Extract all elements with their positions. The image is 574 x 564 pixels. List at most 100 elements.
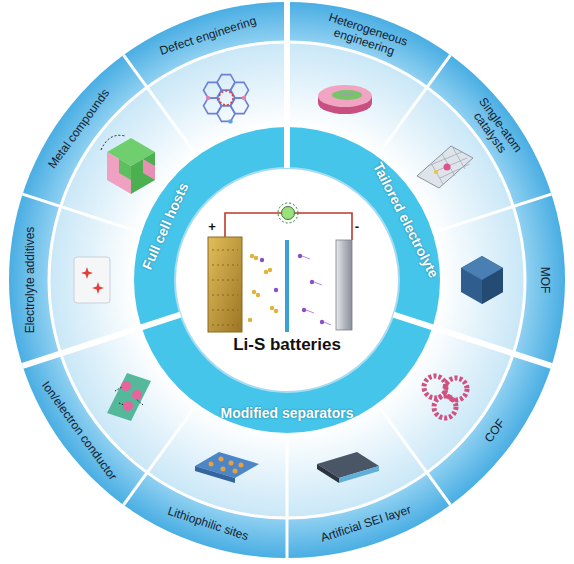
slab-side <box>195 466 235 483</box>
topic-tab: Electrolyte additives <box>24 210 37 350</box>
bulb-halo <box>278 203 298 223</box>
electrolyte-sheet <box>74 257 110 303</box>
li-ion <box>274 288 278 292</box>
polysulfide-dots <box>248 254 278 322</box>
topic-tab: MOF <box>538 220 551 340</box>
cube-face <box>107 152 131 194</box>
battery-illustration <box>208 203 352 332</box>
topic-tab: Lithiophilic sites <box>139 497 276 553</box>
divider-line <box>286 433 289 558</box>
cube-face <box>119 159 131 180</box>
hex-cell <box>217 106 235 122</box>
lattice-lines <box>428 148 470 184</box>
cathode-texture <box>212 250 238 325</box>
cube-face <box>131 152 155 194</box>
lithium-anode <box>336 240 352 330</box>
single-atom-sheet-icon <box>417 146 473 188</box>
divider-line <box>284 0 290 168</box>
graphene-sheet <box>417 146 473 188</box>
node-label: Li-S batteries <box>233 335 341 355</box>
mof-crystal-icon <box>461 256 503 304</box>
center-disc <box>175 168 399 392</box>
node-label: Heterogeneous engineering <box>317 8 416 62</box>
polarity-sign: + <box>208 219 216 234</box>
topic-tab: Defect engineering <box>139 8 276 64</box>
lithium-ions <box>260 254 324 324</box>
li-ion <box>310 280 314 284</box>
hex-cell <box>217 75 235 91</box>
defect-lattice-icon <box>204 75 249 124</box>
polysulfide <box>264 270 268 274</box>
node-label: Full cell hosts <box>139 180 192 272</box>
site-dot <box>229 461 234 466</box>
polysulfide <box>250 254 254 258</box>
node-label: Single-atom catalysts <box>458 85 532 173</box>
site-dot <box>221 467 226 472</box>
heterostructure-disk-icon <box>318 85 372 114</box>
category-ring <box>134 127 440 433</box>
conductor-sheet <box>107 373 151 421</box>
node-label: Defect engineering <box>139 8 276 64</box>
atom-dot <box>228 119 232 123</box>
thick-dividers <box>23 0 552 366</box>
li-ion <box>298 254 302 258</box>
divider-line <box>124 404 198 505</box>
polysulfide <box>256 293 260 297</box>
site-dots <box>209 457 244 474</box>
node-label: Lithiophilic sites <box>139 497 276 553</box>
topic-tab: Ion/electron conductor <box>33 371 126 492</box>
topic-tab: Artificial SEI layer <box>298 497 435 553</box>
divider-line <box>433 194 552 233</box>
node-label: Artificial SEI layer <box>298 497 435 553</box>
divider-line <box>23 315 181 366</box>
crystal-face <box>482 268 503 304</box>
disk-top <box>318 85 372 107</box>
divider-line <box>23 194 142 233</box>
dotted-arrow <box>101 135 125 150</box>
site-dot <box>209 462 214 467</box>
center-circle: Li-S batteries <box>175 168 399 392</box>
metal-compound-cube-icon <box>101 135 155 194</box>
category-band: Full cell hosts <box>139 180 192 272</box>
polysulfide <box>248 318 252 322</box>
divider-line <box>394 315 552 366</box>
additive-star <box>81 267 93 279</box>
node-label: Metal compounds <box>33 68 126 189</box>
slab-top <box>195 452 259 478</box>
polysulfide <box>254 256 258 260</box>
bulb <box>282 207 295 220</box>
sei-slab-icon <box>317 452 379 483</box>
site-dot <box>219 457 224 462</box>
site-dot <box>239 463 244 468</box>
atom-dot <box>242 96 246 100</box>
pore-ring <box>434 396 456 418</box>
category-band: Tailored electrolyte <box>369 159 441 280</box>
slab-side <box>317 464 339 483</box>
lithiophilic-slab-icon <box>195 452 259 483</box>
li-ion <box>260 258 264 262</box>
cof-ring-icon <box>424 376 467 418</box>
li-ion <box>320 320 324 324</box>
conductor-sheet-icon <box>107 373 151 421</box>
polysulfide <box>252 290 256 294</box>
atom-dot <box>206 96 210 100</box>
polarity-sign: - <box>355 219 359 234</box>
node-label: Electrolyte additives <box>24 210 37 350</box>
metal-atom <box>444 164 451 171</box>
topic-tab: Heterogeneous engineering <box>317 8 416 62</box>
separator <box>285 240 289 332</box>
additive-vial-icon <box>74 257 110 303</box>
sulfur-cathode <box>208 237 242 332</box>
ion-ball <box>123 401 133 411</box>
node-label: Modified separators <box>220 405 353 421</box>
additive-star <box>92 282 104 294</box>
pore-ring <box>445 378 467 400</box>
polysulfide <box>268 268 272 272</box>
ion-ball <box>121 381 131 391</box>
topic-tab: Metal compounds <box>33 68 126 189</box>
disk-coating <box>332 90 362 100</box>
li-ion <box>302 308 306 312</box>
